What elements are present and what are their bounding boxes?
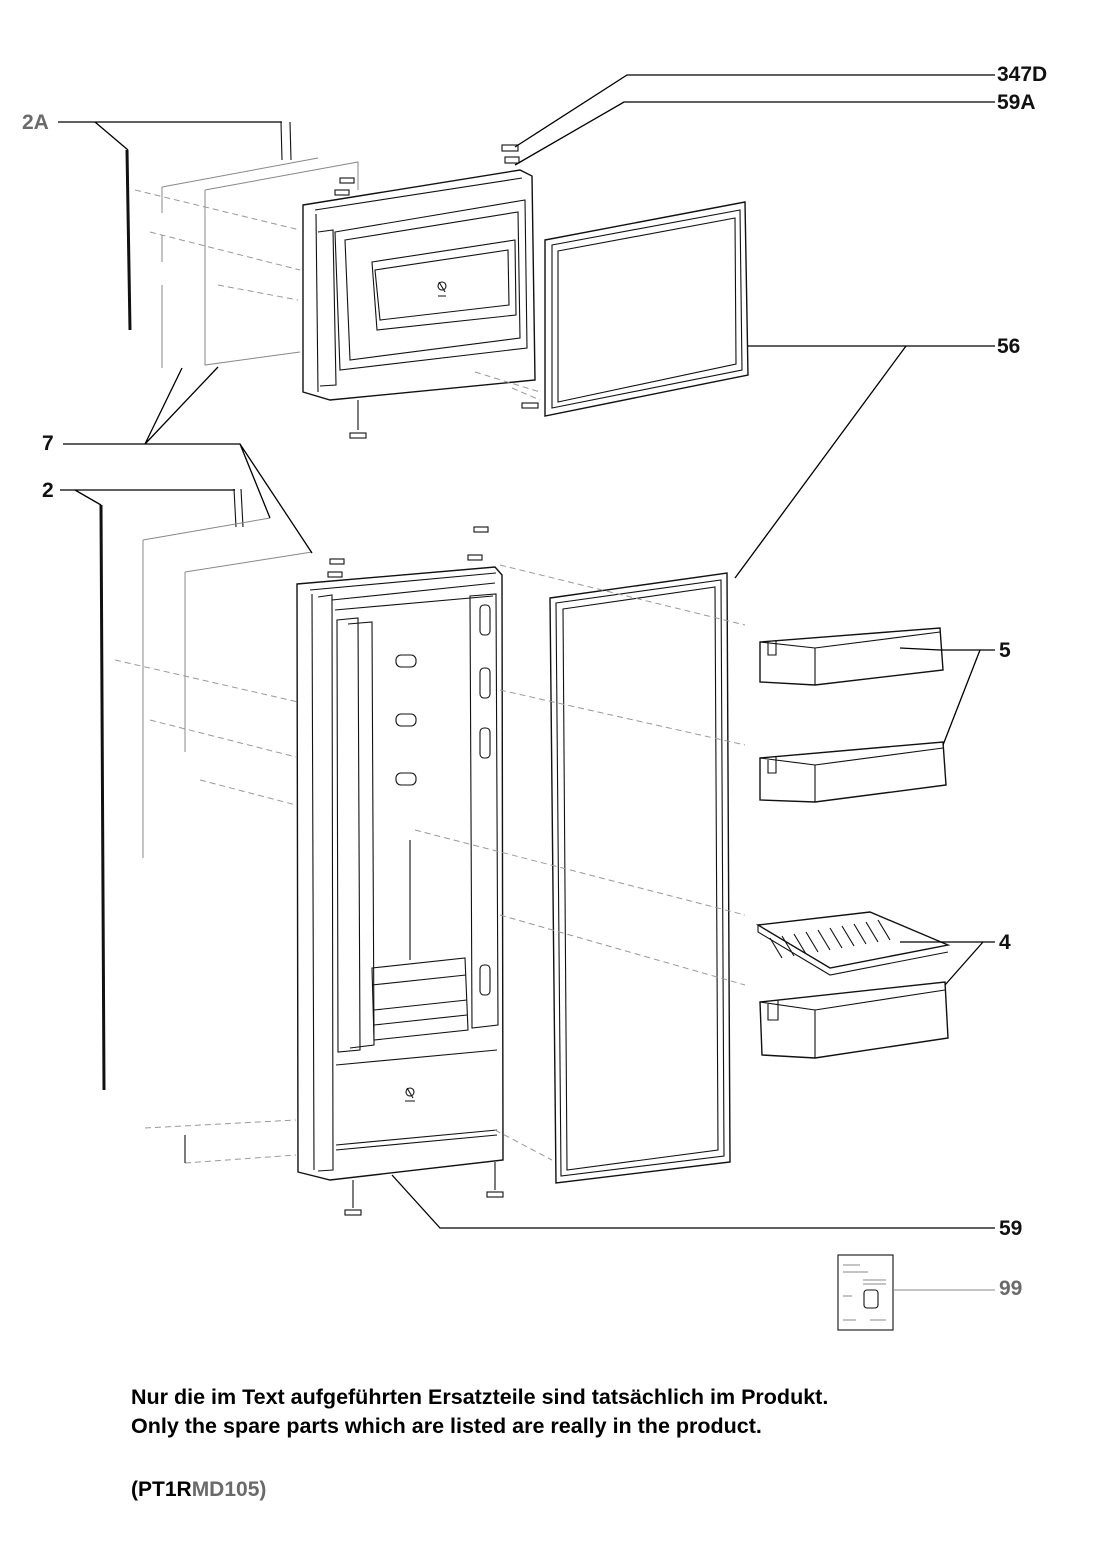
lower-door-assembly [99, 488, 746, 1216]
door-shelves [755, 627, 951, 1059]
documentation-booklet-99 [837, 1254, 894, 1331]
note-german: Nur die im Text aufgeführten Ersatzteile… [131, 1385, 829, 1409]
callout-56: 56 [997, 335, 1021, 358]
callout-2a: 2A [22, 111, 49, 134]
upper-door-gasket [474, 201, 749, 417]
callout-347d: 347D [997, 63, 1048, 86]
model-code: (PT1RMD105) [131, 1478, 266, 1502]
callout-99: 99 [999, 1277, 1023, 1300]
callout-5: 5 [999, 639, 1011, 662]
lower-door-gasket [549, 572, 731, 1184]
lower-door-seal-strip-2 [99, 488, 244, 1091]
egg-tray-4 [755, 911, 951, 976]
leader-lines [58, 74, 995, 1291]
door-shelf-5-upper [759, 627, 944, 686]
upper-door-assembly [125, 121, 749, 439]
lower-insulation-panels [114, 517, 313, 1164]
callout-7: 7 [42, 432, 54, 455]
lower-hinge-parts [327, 526, 504, 1216]
callout-2: 2 [42, 479, 54, 502]
model-code-suffix: MD105) [191, 1478, 267, 1501]
callout-59: 59 [999, 1217, 1023, 1240]
callout-4: 4 [999, 931, 1011, 954]
upper-door-seal-strip-2a [125, 121, 292, 331]
lower-door-shell [296, 566, 504, 1181]
upper-door-shell [302, 169, 536, 401]
callout-59a: 59A [997, 91, 1036, 114]
upper-hinge-parts [334, 144, 539, 439]
door-shelf-5-lower [759, 741, 947, 803]
upper-insulation-panels [134, 157, 359, 368]
note-english: Only the spare parts which are listed ar… [131, 1414, 762, 1438]
model-code-prefix: (PT1R [131, 1478, 192, 1501]
door-shelf-4-bottom [759, 981, 949, 1059]
